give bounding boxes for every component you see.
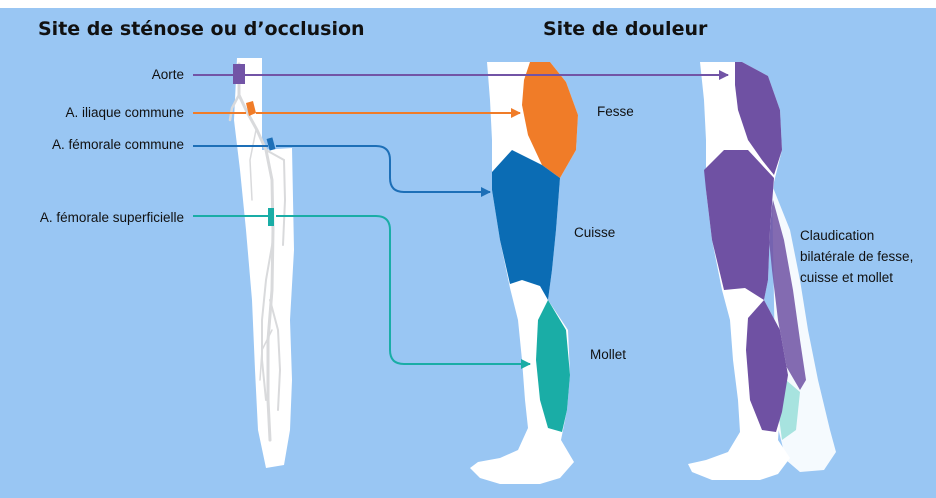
aorte-label: Aorte — [152, 67, 184, 83]
femorale-superficielle-label: A. fémorale superficielle — [40, 210, 184, 226]
femorale-superficielle-marker — [268, 208, 274, 226]
top-border — [0, 0, 936, 8]
iliaque-label: A. iliaque commune — [65, 105, 184, 121]
stenosis-site-heading: Site de sténose ou d’occlusion — [38, 18, 365, 40]
claudication-label: Claudication bilatérale de fesse, cuisse… — [800, 225, 930, 288]
fesse-label: Fesse — [597, 104, 634, 120]
femorale-commune-label: A. fémorale commune — [52, 137, 184, 153]
pain-site-heading: Site de douleur — [543, 18, 707, 40]
aorte-marker — [233, 64, 245, 84]
cuisse-label: Cuisse — [574, 225, 615, 241]
mollet-label: Mollet — [590, 347, 626, 363]
